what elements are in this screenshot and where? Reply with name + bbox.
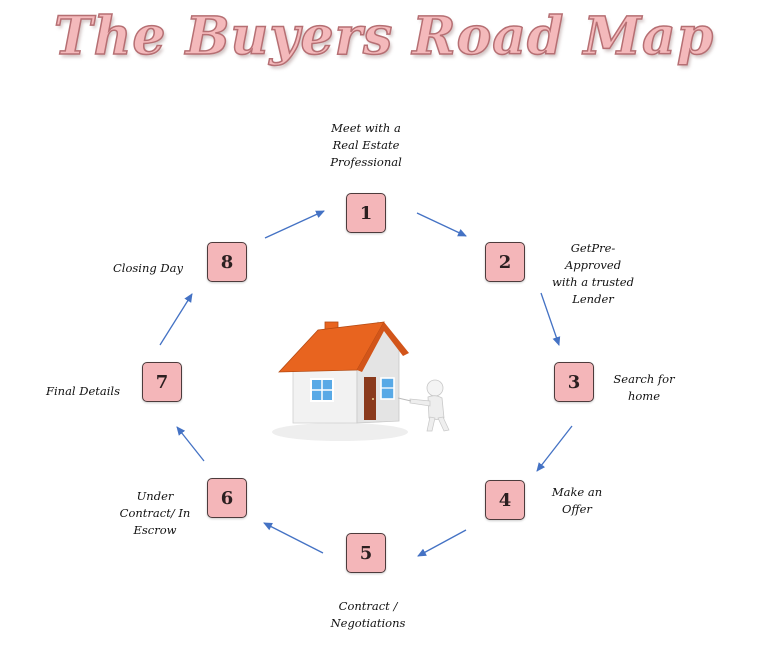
house-door-knob — [372, 398, 374, 400]
figure-body — [427, 395, 445, 420]
figure-arm — [409, 398, 431, 407]
figure-head — [426, 379, 444, 397]
arrow-6-to-7 — [176, 426, 205, 462]
house-reflection — [272, 423, 408, 441]
step-label-2: GetPre- Approved with a trusted Lender — [552, 241, 634, 306]
figure-leg-right — [437, 416, 450, 432]
step-box-3: 3 — [554, 362, 594, 402]
step-label-5: Contract / Negotiations — [330, 599, 406, 630]
step-label-7: Final Details — [46, 384, 121, 398]
figure-leg-left — [426, 416, 436, 432]
step-box-2: 2 — [485, 242, 525, 282]
step-box-5: 5 — [346, 533, 386, 573]
arrow-4-to-5 — [417, 529, 467, 557]
arrow-8-to-1 — [264, 210, 325, 239]
page-title: The Buyers Road Map — [53, 5, 715, 68]
step-label-8: Closing Day — [113, 261, 183, 275]
step-box-1: 1 — [346, 193, 386, 233]
pointing-figure — [409, 379, 450, 432]
step-label-1: Meet with a Real Estate Professional — [330, 121, 402, 169]
arrow-3-to-4 — [536, 425, 573, 472]
step-label-3: Search for home — [613, 372, 675, 403]
step-box-8: 8 — [207, 242, 247, 282]
arrow-1-to-2 — [416, 212, 467, 237]
step-box-7: 7 — [142, 362, 182, 402]
house-roof-edge — [357, 322, 409, 372]
step-label-6: Under Contract/ In Escrow — [119, 489, 191, 537]
step-label-4: Make an Offer — [551, 485, 603, 516]
arrow-2-to-3 — [540, 292, 561, 346]
arrow-7-to-8 — [159, 293, 193, 346]
pointer-stick — [397, 397, 412, 402]
arrow-5-to-6 — [263, 522, 324, 554]
house-door — [364, 377, 376, 420]
step-box-6: 6 — [207, 478, 247, 518]
step-box-4: 4 — [485, 480, 525, 520]
